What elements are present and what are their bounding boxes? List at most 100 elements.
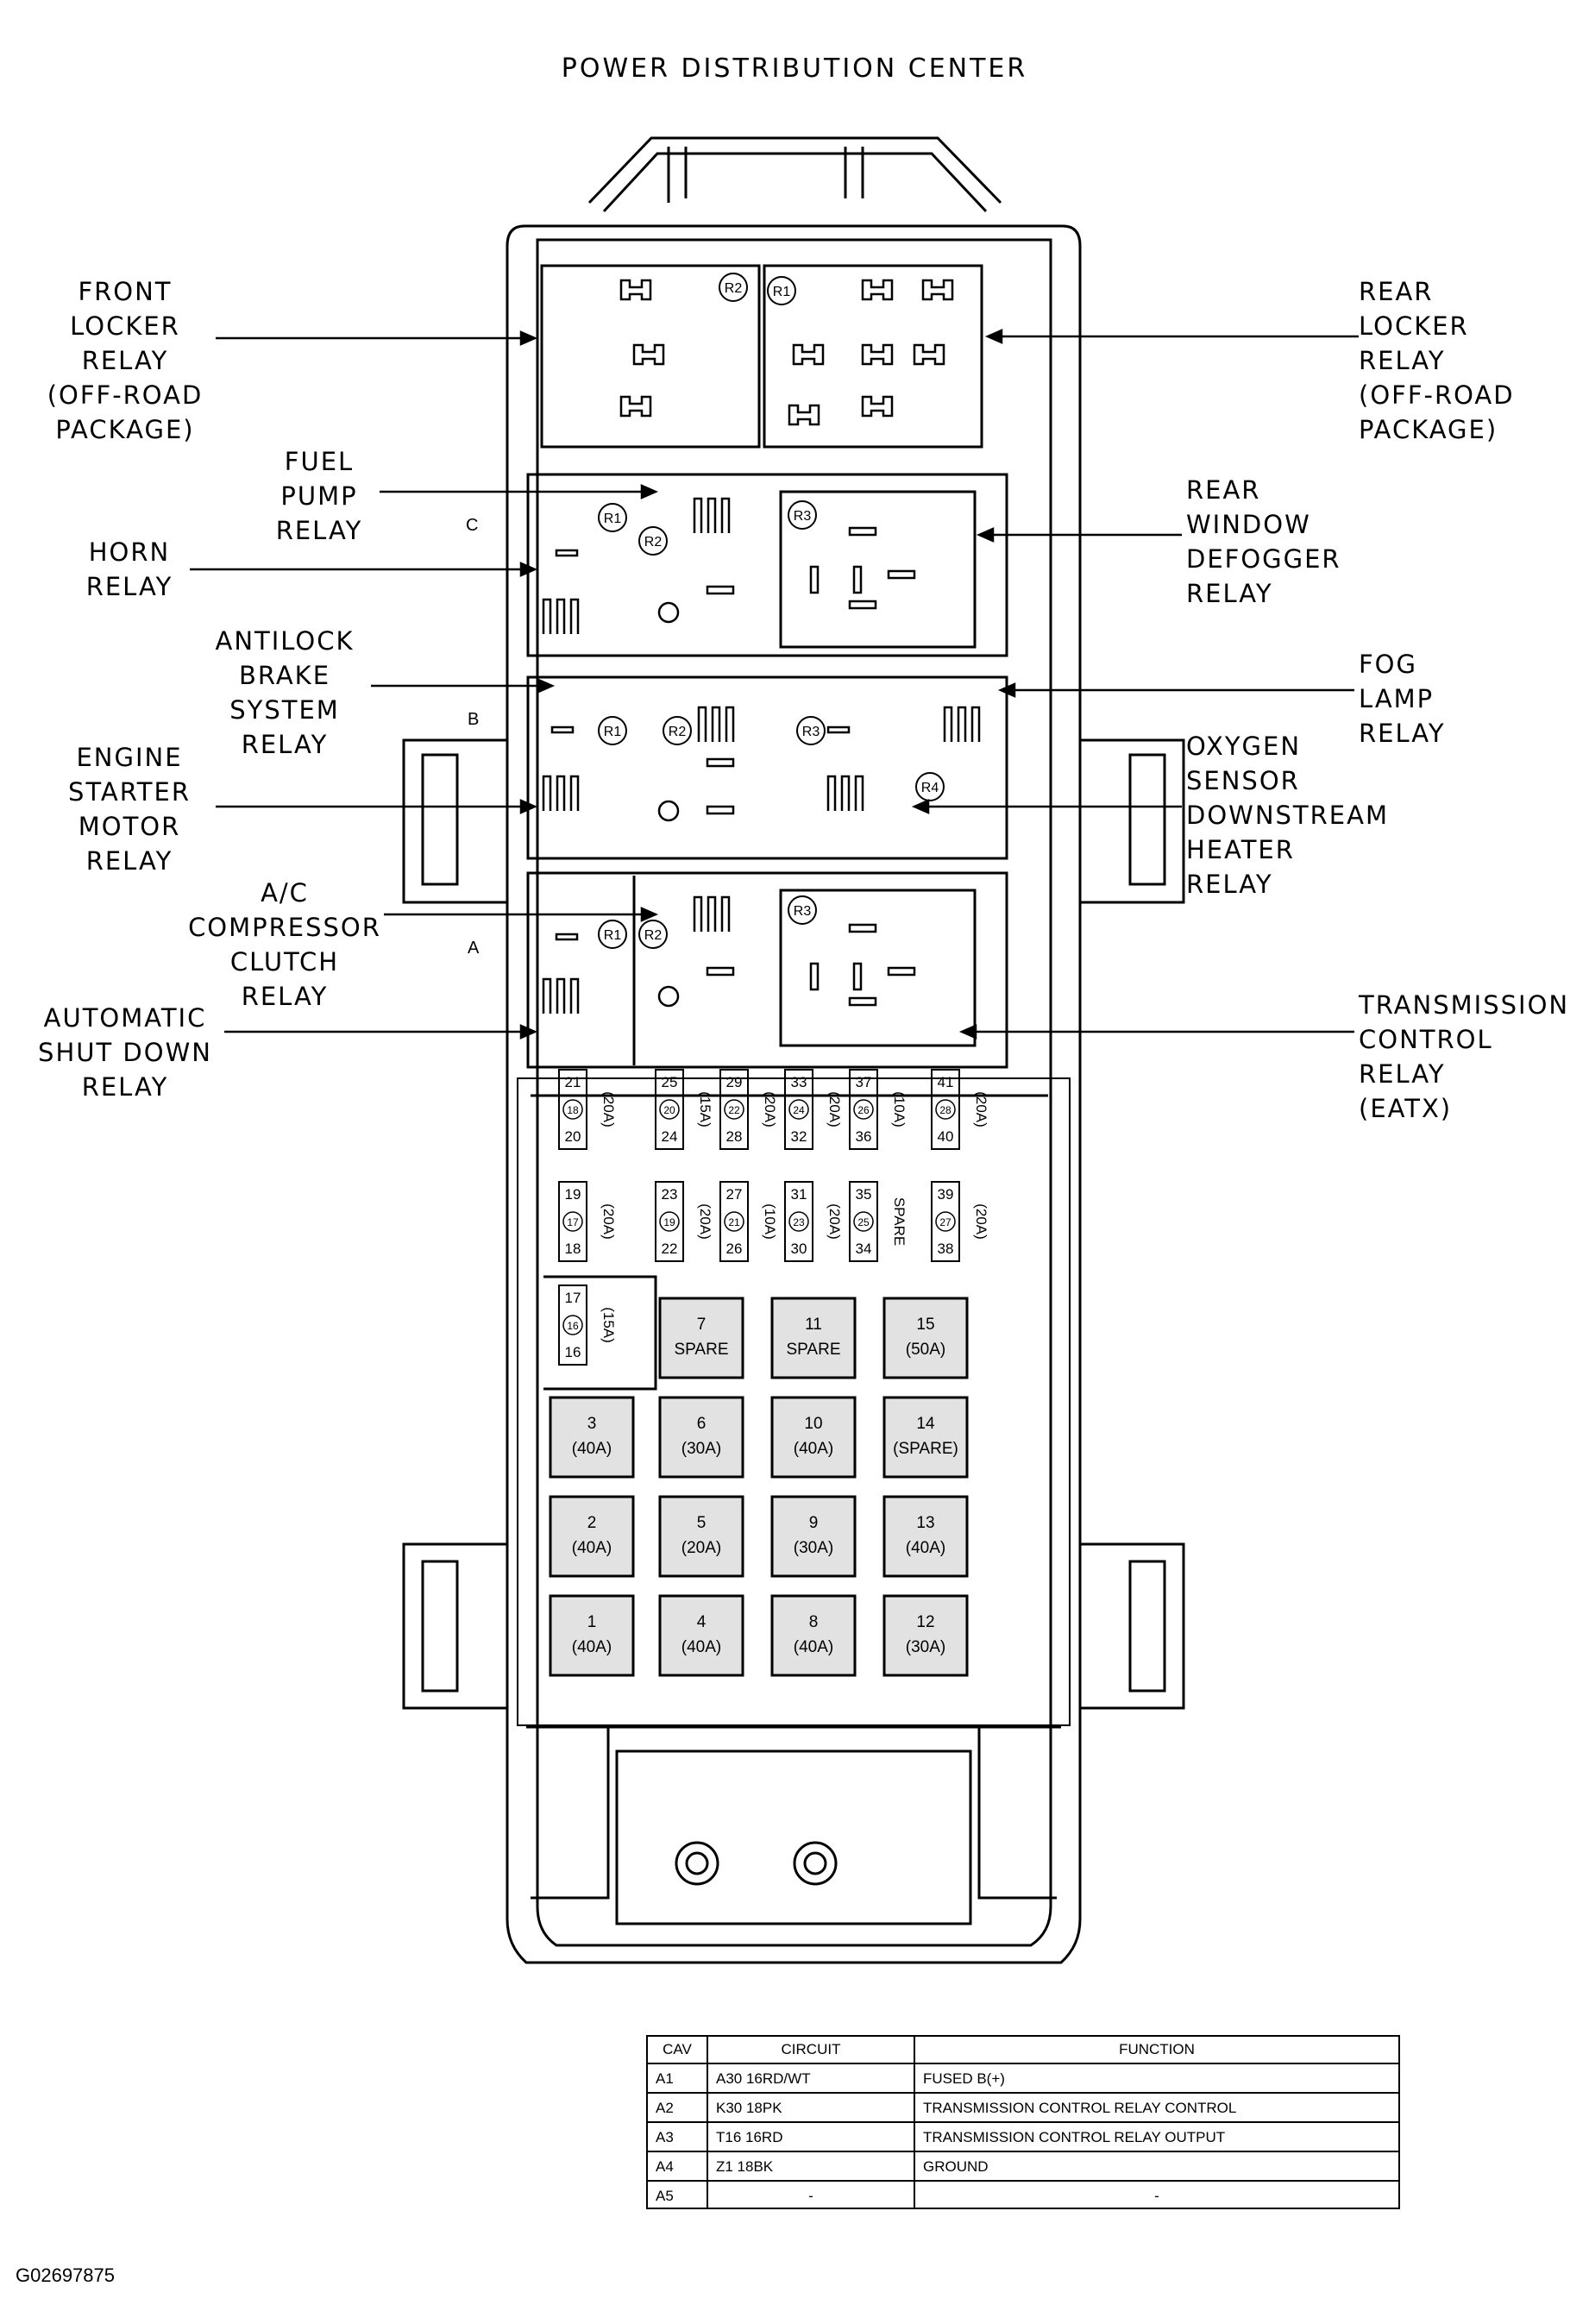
svg-text:(40A): (40A) xyxy=(572,1539,612,1557)
label-line: PACKAGE) xyxy=(1359,415,1498,444)
svg-text:(20A): (20A) xyxy=(826,1091,843,1127)
table-cell: TRANSMISSION CONTROL RELAY OUTPUT xyxy=(923,2129,1226,2145)
relay-slot-r2: R2 xyxy=(663,716,692,745)
svg-text:R3: R3 xyxy=(802,725,820,739)
svg-text:34: 34 xyxy=(856,1241,872,1257)
label-line: DOWNSTREAM xyxy=(1186,801,1389,830)
svg-text:SPARE: SPARE xyxy=(891,1197,908,1246)
svg-text:13: 13 xyxy=(916,1514,934,1532)
svg-text:29: 29 xyxy=(726,1074,743,1090)
svg-text:9: 9 xyxy=(809,1514,819,1532)
svg-text:20: 20 xyxy=(663,1104,675,1116)
label-line: LOCKER xyxy=(70,311,180,341)
label-line: DEFOGGER xyxy=(1186,544,1341,574)
svg-text:(30A): (30A) xyxy=(794,1539,833,1557)
table-cell: A30 16RD/WT xyxy=(716,2070,811,2087)
label-line: RELAY xyxy=(241,982,329,1011)
svg-text:18: 18 xyxy=(567,1104,579,1116)
svg-text:(40A): (40A) xyxy=(906,1539,945,1557)
svg-text:19: 19 xyxy=(663,1216,675,1228)
label-line: OXYGEN xyxy=(1186,732,1302,761)
arrow-head xyxy=(519,330,538,346)
svg-text:(40A): (40A) xyxy=(572,1440,612,1458)
maxi-fuse-9: 9 (30A) xyxy=(770,1495,857,1578)
relay-slot-r1: R1 xyxy=(598,920,627,949)
svg-text:R1: R1 xyxy=(604,512,622,526)
maxi-fuse-2: 2 (40A) xyxy=(549,1495,635,1578)
label-line: LOCKER xyxy=(1359,311,1469,341)
svg-text:(30A): (30A) xyxy=(906,1638,945,1656)
label-line: LAMP xyxy=(1359,684,1435,713)
maxi-fuse-6: 6(30A) xyxy=(658,1396,744,1479)
svg-text:(10A): (10A) xyxy=(762,1203,778,1240)
arrow-head xyxy=(519,562,538,577)
svg-text:2: 2 xyxy=(587,1514,597,1532)
relay-slot-r2: R2 xyxy=(719,273,748,302)
connector-letter-c: C xyxy=(466,516,478,535)
table-cell: Z1 18BK xyxy=(716,2158,774,2175)
label-line: REAR xyxy=(1359,277,1434,306)
svg-text:28: 28 xyxy=(939,1104,952,1116)
arrow-head xyxy=(997,682,1016,698)
maxi-fuse-12: 12(30A) xyxy=(882,1594,969,1677)
table-cell: A1 xyxy=(656,2070,674,2087)
label-line: ENGINE xyxy=(76,743,183,772)
svg-text:R3: R3 xyxy=(794,904,812,919)
table-cell: GROUND xyxy=(923,2158,989,2175)
svg-text:R4: R4 xyxy=(921,781,939,795)
svg-text:SPARE: SPARE xyxy=(674,1341,728,1359)
svg-text:(30A): (30A) xyxy=(681,1440,721,1458)
svg-text:R2: R2 xyxy=(669,725,687,739)
svg-text:39: 39 xyxy=(938,1186,954,1203)
arrow-head xyxy=(976,527,995,543)
table-cell: FUSED B(+) xyxy=(923,2070,1005,2087)
table-cell: - xyxy=(808,2188,813,2204)
svg-text:4: 4 xyxy=(697,1613,707,1631)
label-line: COMPRESSOR xyxy=(188,913,381,942)
svg-text:17: 17 xyxy=(567,1216,579,1228)
svg-text:41: 41 xyxy=(938,1074,954,1090)
svg-text:(20A): (20A) xyxy=(697,1203,713,1240)
figure-id: G02697875 xyxy=(16,2264,115,2286)
label-line: PUMP xyxy=(280,481,358,511)
svg-text:21: 21 xyxy=(565,1074,581,1090)
svg-text:(40A): (40A) xyxy=(572,1638,612,1656)
svg-text:23: 23 xyxy=(793,1216,805,1228)
relay-slot-r1: R1 xyxy=(598,716,627,745)
table-cell: - xyxy=(1154,2188,1159,2204)
label-line: FRONT xyxy=(78,277,173,306)
maxi-fuse-5: 5(20A) xyxy=(658,1495,744,1578)
label-line: RELAY xyxy=(1186,870,1273,899)
svg-text:R1: R1 xyxy=(604,928,622,943)
label-line: REAR xyxy=(1186,475,1261,505)
arrow-head xyxy=(958,1024,977,1040)
label-line: CONTROL xyxy=(1359,1025,1493,1054)
svg-text:(20A): (20A) xyxy=(600,1203,617,1240)
label-line: WINDOW xyxy=(1186,510,1311,539)
svg-text:24: 24 xyxy=(662,1128,678,1145)
svg-text:30: 30 xyxy=(791,1241,807,1257)
arrow-head xyxy=(537,678,556,694)
label-line: STARTER xyxy=(68,777,191,807)
label-line: RELAY xyxy=(81,1072,169,1102)
label-line: FOG xyxy=(1359,650,1417,679)
svg-text:27: 27 xyxy=(939,1216,952,1228)
svg-text:38: 38 xyxy=(938,1241,954,1257)
maxi-fuse-10: 10(40A) xyxy=(770,1396,857,1479)
label-line: HEATER xyxy=(1186,835,1295,864)
svg-text:25: 25 xyxy=(662,1074,678,1090)
maxi-fuse-1: 1(40A) xyxy=(549,1594,635,1677)
maxi-fuse-15: 15(50A) xyxy=(882,1297,969,1379)
svg-text:3: 3 xyxy=(587,1415,597,1433)
svg-text:(40A): (40A) xyxy=(681,1638,721,1656)
table-cell: K30 18PK xyxy=(716,2100,782,2116)
